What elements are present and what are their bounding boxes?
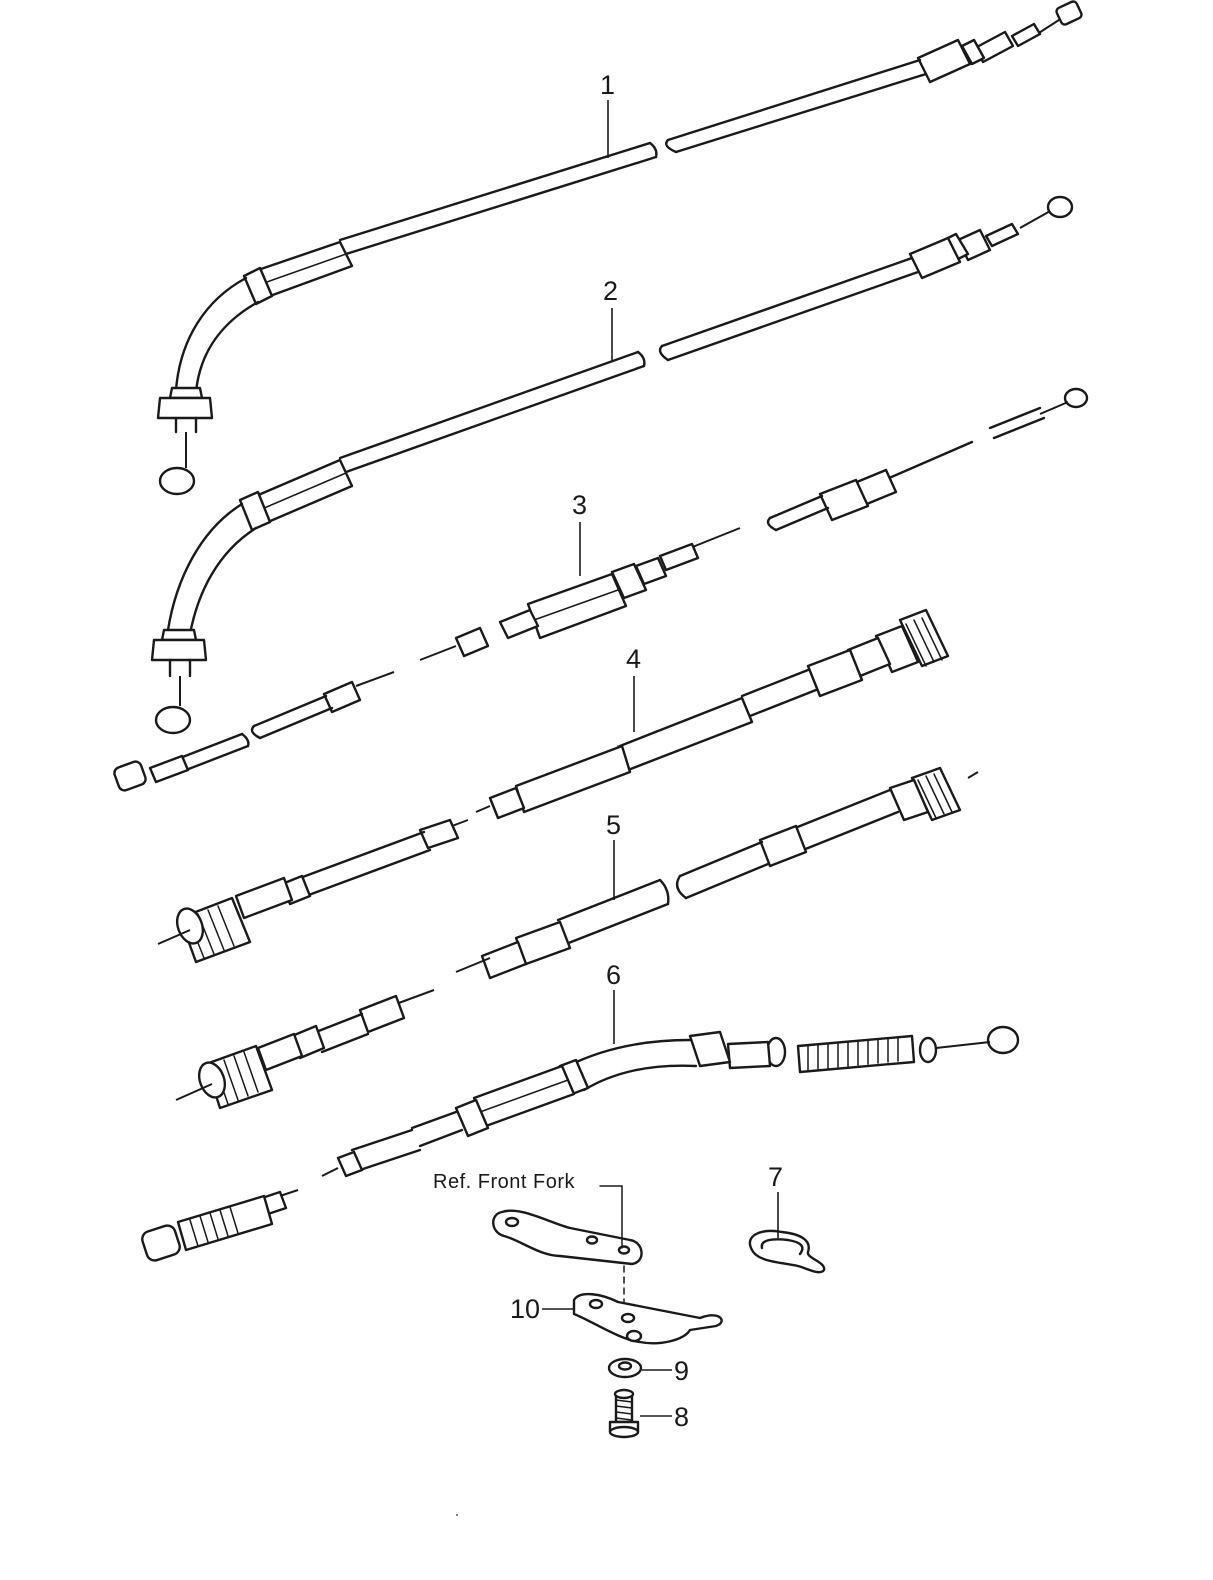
cable-6: 6 [141, 960, 1020, 1262]
callout-2: 2 [603, 276, 618, 306]
stray-dot [456, 1514, 458, 1516]
reference-note-front-fork: Ref. Front Fork [433, 1171, 575, 1193]
cable-5: 5 [175, 766, 979, 1110]
callout-8: 8 [674, 1402, 689, 1432]
washer-9: 9 [607, 1356, 689, 1386]
callout-5: 5 [606, 810, 621, 840]
callout-6: 6 [606, 960, 621, 990]
callout-9: 9 [674, 1356, 689, 1386]
cable-1: 1 [156, 0, 1083, 496]
callout-10: 10 [510, 1294, 540, 1324]
callout-4: 4 [626, 644, 641, 674]
cable-2: 2 [150, 195, 1074, 735]
cable-3: 3 [113, 387, 1089, 792]
callout-3: 3 [572, 490, 587, 520]
bolt-8: 8 [608, 1388, 689, 1439]
bracket-assembly: Ref. Front Fork 10 [433, 1171, 723, 1345]
cable-4: 4 [157, 608, 950, 964]
callout-1: 1 [600, 70, 615, 100]
clamp-7: 7 [748, 1162, 826, 1274]
callout-7: 7 [768, 1162, 783, 1192]
